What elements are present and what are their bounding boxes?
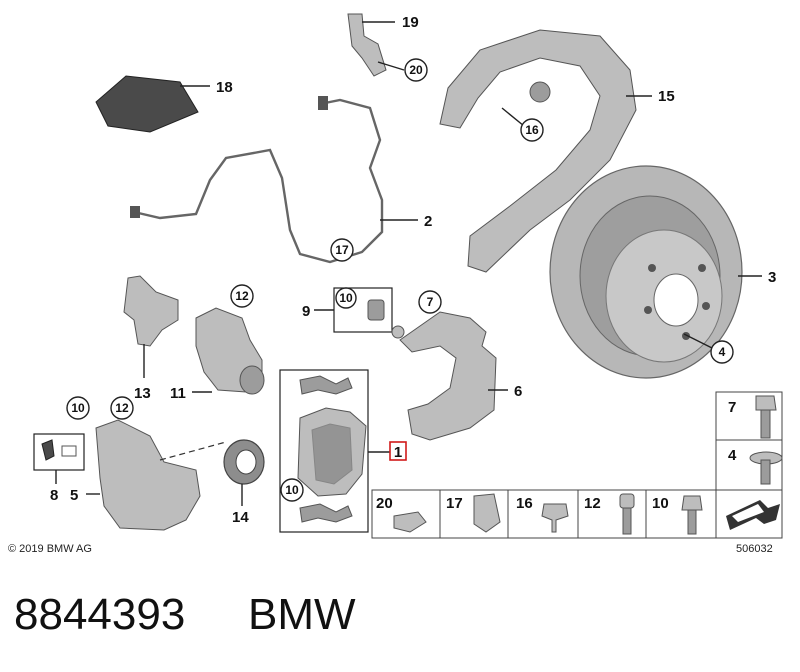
brand-name: BMW: [248, 590, 356, 639]
part-15-dust-shield: 15 16: [439, 29, 675, 273]
callout-12-caliper[interactable]: 12: [115, 401, 129, 415]
callout-18[interactable]: 18: [216, 79, 233, 96]
callout-5[interactable]: 5: [70, 487, 78, 504]
hw-cell-16: 16: [516, 495, 533, 512]
callout-10-kit[interactable]: 10: [339, 291, 353, 305]
callout-14[interactable]: 14: [232, 509, 249, 526]
callout-17[interactable]: 17: [335, 243, 349, 257]
callout-20[interactable]: 20: [409, 63, 423, 77]
callout-4[interactable]: 4: [719, 345, 726, 359]
callout-19[interactable]: 19: [402, 14, 419, 31]
part-1-brake-pad-kit: 10 1: [279, 369, 407, 533]
part-3-brake-disc: 3 4: [549, 165, 776, 379]
part-5-brake-caliper: 10 12 5: [66, 396, 227, 531]
part-19-bracket: 19 20: [347, 13, 428, 82]
callout-1[interactable]: 1: [394, 444, 402, 461]
part-14-seal-ring: 14: [223, 439, 265, 526]
part-11-parking-motor: 12 11: [170, 284, 265, 402]
part-number: 8844393: [14, 590, 186, 639]
part-6-caliper-carrier: 7 6: [399, 290, 522, 441]
callout-13[interactable]: 13: [134, 385, 151, 402]
part-2-wear-sensor: 2 17: [130, 96, 432, 264]
callout-12-motor[interactable]: 12: [235, 289, 249, 303]
callout-2[interactable]: 2: [424, 213, 432, 230]
hardware-table: 20 17 16 12 10 7 4 506032: [371, 391, 783, 555]
callout-8[interactable]: 8: [50, 487, 58, 504]
callout-6[interactable]: 6: [514, 383, 522, 400]
hw-side-7: 7: [728, 399, 736, 416]
callout-10-pads[interactable]: 10: [285, 483, 299, 497]
callout-10-caliper[interactable]: 10: [71, 401, 85, 415]
diagram-number: 506032: [736, 543, 773, 555]
hw-cell-12: 12: [584, 495, 601, 512]
callout-11[interactable]: 11: [170, 385, 186, 402]
part-9-guide-bolt-set: 10 9: [302, 287, 405, 339]
hw-cell-20: 20: [376, 495, 393, 512]
hw-cell-10: 10: [652, 495, 669, 512]
highlight-box: [389, 441, 407, 461]
part-8-clip-set: 8: [33, 433, 85, 504]
copyright: © 2019 BMW AG: [8, 543, 92, 555]
hw-side-4: 4: [728, 447, 737, 464]
part-18-grease-pack: 18: [95, 75, 233, 133]
callout-3[interactable]: 3: [768, 269, 776, 286]
callout-9[interactable]: 9: [302, 303, 310, 320]
callout-16[interactable]: 16: [525, 123, 539, 137]
callout-7-circle[interactable]: 7: [427, 295, 434, 309]
hw-cell-17: 17: [446, 495, 463, 512]
callout-15[interactable]: 15: [658, 88, 675, 105]
part-13-bracket: 13: [123, 275, 179, 402]
